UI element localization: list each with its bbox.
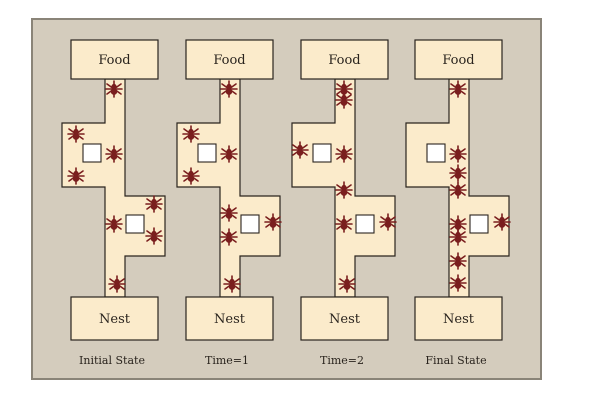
obstacle-box-upper: [426, 143, 446, 163]
food-label: Food: [213, 53, 245, 68]
ant-icon: [291, 141, 309, 159]
ant-icon: [105, 145, 123, 163]
ant-icon: [220, 228, 238, 246]
ant-icon: [220, 145, 238, 163]
ant-icon: [105, 215, 123, 233]
ant-icon: [449, 181, 467, 199]
ant-icon: [182, 125, 200, 143]
ant-icon: [335, 145, 353, 163]
ant-icon: [493, 213, 511, 231]
ant-icon: [264, 213, 282, 231]
state-caption: Time=1: [205, 354, 249, 367]
ant-icon: [335, 215, 353, 233]
state-caption: Initial State: [79, 354, 145, 367]
ant-icon: [182, 167, 200, 185]
obstacle-box-lower: [355, 214, 375, 234]
food-box: [414, 39, 503, 80]
ant-icon: [105, 80, 123, 98]
food-box: [70, 39, 159, 80]
ant-icon: [335, 91, 353, 109]
food-box: [185, 39, 274, 80]
ant-icon: [223, 275, 241, 293]
nest-label: Nest: [329, 312, 361, 327]
ant-icon: [449, 228, 467, 246]
nest-box: [70, 296, 159, 341]
food-label: Food: [98, 53, 130, 68]
ant-icon: [335, 181, 353, 199]
obstacle-box-upper: [197, 143, 217, 163]
obstacle-box-upper: [82, 143, 102, 163]
food-label: Food: [328, 53, 360, 68]
obstacle-box-lower: [469, 214, 489, 234]
food-label: Food: [442, 53, 474, 68]
ant-icon: [379, 213, 397, 231]
ant-icon: [338, 275, 356, 293]
obstacle-box-lower: [125, 214, 145, 234]
ant-icon: [145, 227, 163, 245]
ant-icon: [449, 274, 467, 292]
nest-label: Nest: [443, 312, 475, 327]
nest-box: [185, 296, 274, 341]
ant-icon: [67, 167, 85, 185]
ant-icon: [449, 252, 467, 270]
nest-box: [414, 296, 503, 341]
nest-label: Nest: [214, 312, 246, 327]
nest-label: Nest: [99, 312, 131, 327]
ant-icon: [449, 145, 467, 163]
ant-icon: [449, 164, 467, 182]
ant-icon: [449, 80, 467, 98]
ant-icon: [220, 204, 238, 222]
food-box: [300, 39, 389, 80]
state-caption: Time=2: [320, 354, 364, 367]
nest-box: [300, 296, 389, 341]
state-caption: Final State: [425, 354, 486, 367]
obstacle-box-lower: [240, 214, 260, 234]
ant-icon: [220, 80, 238, 98]
ant-icon: [145, 195, 163, 213]
ant-icon: [108, 275, 126, 293]
ant-icon: [67, 125, 85, 143]
obstacle-box-upper: [312, 143, 332, 163]
